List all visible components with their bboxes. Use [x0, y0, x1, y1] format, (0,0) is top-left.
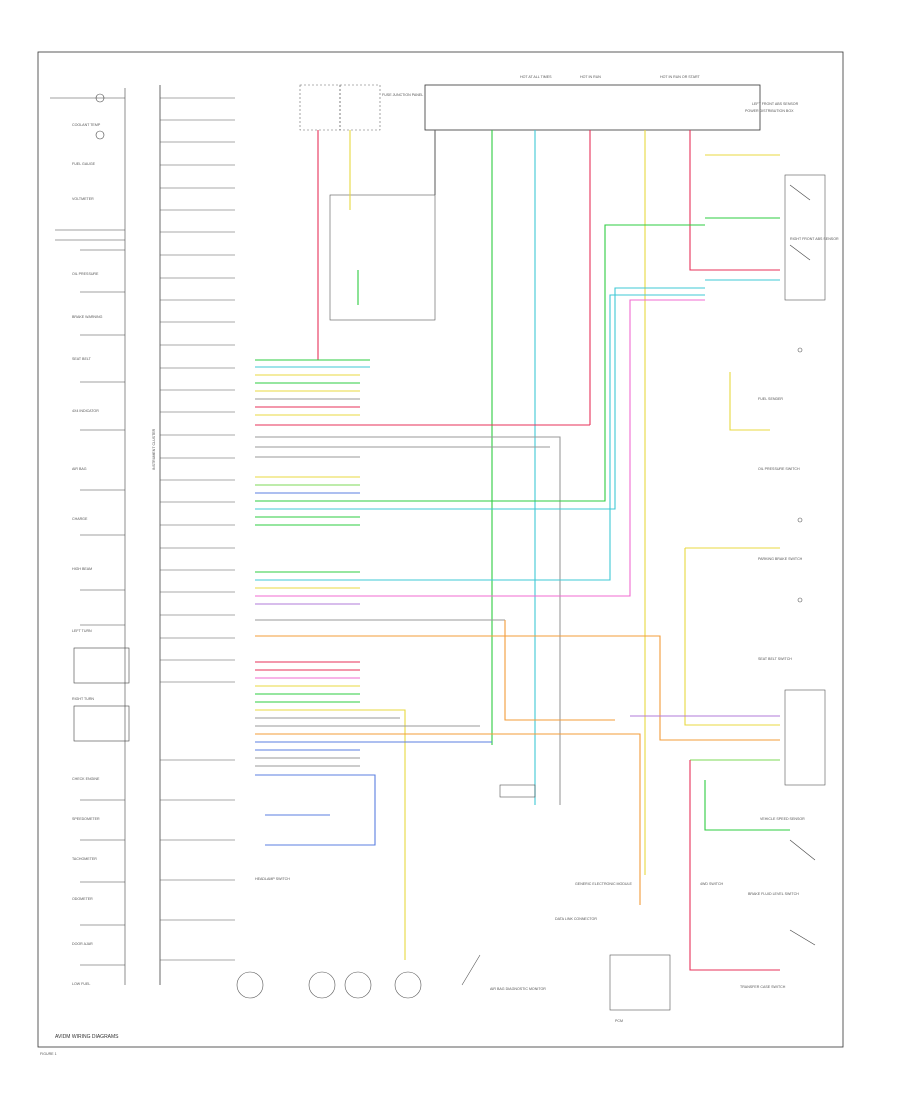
- svg-text:AIR BAG: AIR BAG: [72, 467, 87, 471]
- svg-text:HEADLAMP SWITCH: HEADLAMP SWITCH: [255, 877, 290, 881]
- svg-text:HOT IN RUN OR START: HOT IN RUN OR START: [660, 75, 701, 79]
- svg-text:RIGHT TURN: RIGHT TURN: [72, 697, 94, 701]
- svg-text:PARKING BRAKE SWITCH: PARKING BRAKE SWITCH: [758, 557, 803, 561]
- svg-text:CHARGE: CHARGE: [72, 517, 88, 521]
- wire-harness: [255, 130, 790, 971]
- svg-text:HIGH BEAM: HIGH BEAM: [72, 567, 92, 571]
- svg-text:AIR BAG DIAGNOSTIC MONITOR: AIR BAG DIAGNOSTIC MONITOR: [490, 987, 546, 991]
- svg-text:VOLTMETER: VOLTMETER: [72, 197, 94, 201]
- svg-text:CHECK ENGINE: CHECK ENGINE: [72, 777, 100, 781]
- svg-text:HOT AT ALL TIMES: HOT AT ALL TIMES: [520, 75, 552, 79]
- svg-text:BRAKE WARNING: BRAKE WARNING: [72, 315, 103, 319]
- svg-text:FUEL SENDER: FUEL SENDER: [758, 397, 783, 401]
- footer-left: AVIDM WIRING DIAGRAMS: [55, 1034, 119, 1040]
- svg-text:OIL PRESSURE: OIL PRESSURE: [72, 272, 99, 276]
- svg-text:GENERIC ELECTRONIC MODULE: GENERIC ELECTRONIC MODULE: [575, 882, 633, 886]
- svg-text:LEFT FRONT ABS SENSOR: LEFT FRONT ABS SENSOR: [752, 102, 799, 106]
- svg-text:DOOR AJAR: DOOR AJAR: [72, 942, 93, 946]
- page-marker: FIGURE 1: [40, 1052, 57, 1056]
- svg-text:INSTRUMENT CLUSTER: INSTRUMENT CLUSTER: [152, 428, 156, 470]
- svg-text:LEFT TURN: LEFT TURN: [72, 629, 92, 633]
- svg-text:4WD SWITCH: 4WD SWITCH: [700, 882, 724, 886]
- cluster-indicator-column: COOLANT TEMP FUEL GAUGE VOLTMETER OIL PR…: [50, 88, 130, 986]
- svg-text:TACHOMETER: TACHOMETER: [72, 857, 97, 861]
- bottom-components: HEADLAMP SWITCH AIR BAG DIAGNOSTIC MONIT…: [236, 784, 671, 1023]
- svg-text:PCM: PCM: [615, 1019, 623, 1023]
- svg-text:TRANSFER CASE SWITCH: TRANSFER CASE SWITCH: [740, 985, 786, 989]
- svg-text:4X4 INDICATOR: 4X4 INDICATOR: [72, 409, 99, 413]
- svg-text:POWER DISTRIBUTION BOX: POWER DISTRIBUTION BOX: [745, 109, 794, 113]
- svg-text:BRAKE FLUID LEVEL SWITCH: BRAKE FLUID LEVEL SWITCH: [748, 892, 799, 896]
- diagram-frame: [37, 51, 844, 1048]
- svg-text:LOW FUEL: LOW FUEL: [72, 982, 90, 986]
- svg-text:HOT IN RUN: HOT IN RUN: [580, 75, 601, 79]
- svg-text:FUSE JUNCTION PANEL: FUSE JUNCTION PANEL: [382, 93, 423, 97]
- svg-text:SEAT BELT: SEAT BELT: [72, 357, 92, 361]
- top-modules: HOT AT ALL TIMES HOT IN RUN HOT IN RUN O…: [299, 75, 794, 321]
- wire-red-right: [689, 130, 780, 271]
- svg-text:COOLANT TEMP: COOLANT TEMP: [72, 123, 101, 127]
- svg-text:RIGHT FRONT ABS SENSOR: RIGHT FRONT ABS SENSOR: [790, 237, 839, 241]
- svg-text:VEHICLE SPEED SENSOR: VEHICLE SPEED SENSOR: [760, 817, 805, 821]
- svg-text:SEAT BELT SWITCH: SEAT BELT SWITCH: [758, 657, 792, 661]
- svg-text:ODOMETER: ODOMETER: [72, 897, 93, 901]
- svg-text:DATA LINK CONNECTOR: DATA LINK CONNECTOR: [555, 917, 597, 921]
- svg-text:SPEEDOMETER: SPEEDOMETER: [72, 817, 100, 821]
- cluster-connector: INSTRUMENT CLUSTER: [152, 85, 235, 985]
- right-components: LEFT FRONT ABS SENSOR RIGHT FRONT ABS SE…: [700, 102, 839, 989]
- svg-text:OIL PRESSURE SWITCH: OIL PRESSURE SWITCH: [758, 467, 800, 471]
- svg-text:FUEL GAUGE: FUEL GAUGE: [72, 162, 96, 166]
